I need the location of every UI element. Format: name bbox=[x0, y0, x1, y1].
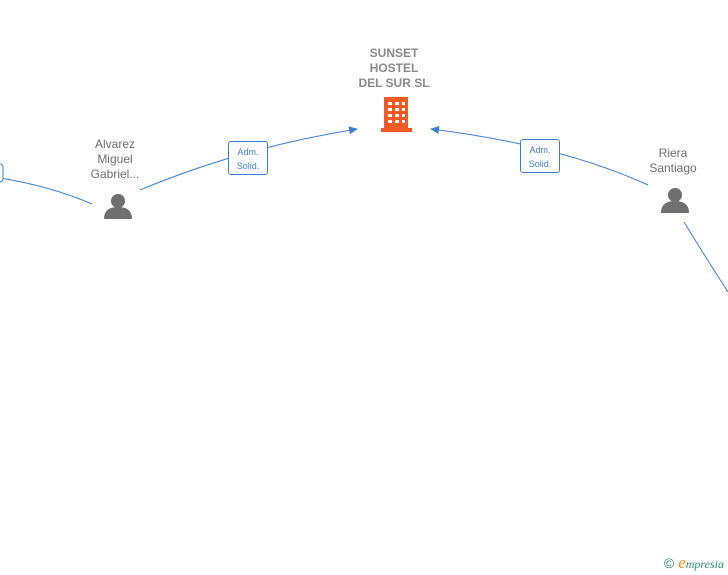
person-icon[interactable] bbox=[104, 194, 132, 219]
company-name-line: DEL SUR SL bbox=[358, 76, 430, 90]
company-name[interactable]: SUNSET HOSTEL DEL SUR SL bbox=[344, 46, 444, 91]
edge-label-line: Adm. bbox=[237, 147, 259, 157]
person-name-line: Riera bbox=[658, 146, 688, 160]
edge-label-line: Solid. bbox=[528, 159, 552, 169]
building-icon[interactable] bbox=[381, 97, 412, 132]
copyright-icon: © bbox=[663, 555, 675, 571]
brand-logo-text: mpresia bbox=[685, 557, 724, 571]
person-name-line: Alvarez bbox=[94, 137, 135, 151]
person-name-line: Miguel bbox=[97, 152, 133, 166]
person-name-alvarez[interactable]: Alvarez Miguel Gabriel... bbox=[75, 137, 155, 182]
edge-label-offscreen-left bbox=[0, 163, 4, 183]
edge-label-alvarez[interactable]: Adm. Solid. bbox=[228, 141, 268, 175]
brand-logo-e: e bbox=[678, 553, 686, 572]
person-name-line: Santiago bbox=[649, 161, 697, 175]
person-icon[interactable] bbox=[661, 188, 689, 213]
edge-label-riera[interactable]: Adm. Solid. bbox=[520, 139, 560, 173]
edge-offscreen-right bbox=[683, 221, 728, 293]
person-name-riera[interactable]: Riera Santiago bbox=[633, 146, 713, 176]
person-name-line: Gabriel... bbox=[90, 167, 140, 181]
company-name-line: HOSTEL bbox=[369, 61, 419, 75]
company-name-line: SUNSET bbox=[369, 46, 419, 60]
edge-offscreen-left bbox=[0, 177, 93, 205]
edge-label-line: Adm. bbox=[529, 145, 551, 155]
edge-label-line: Solid. bbox=[236, 161, 260, 171]
footer-brand: ©empresia bbox=[664, 553, 724, 573]
